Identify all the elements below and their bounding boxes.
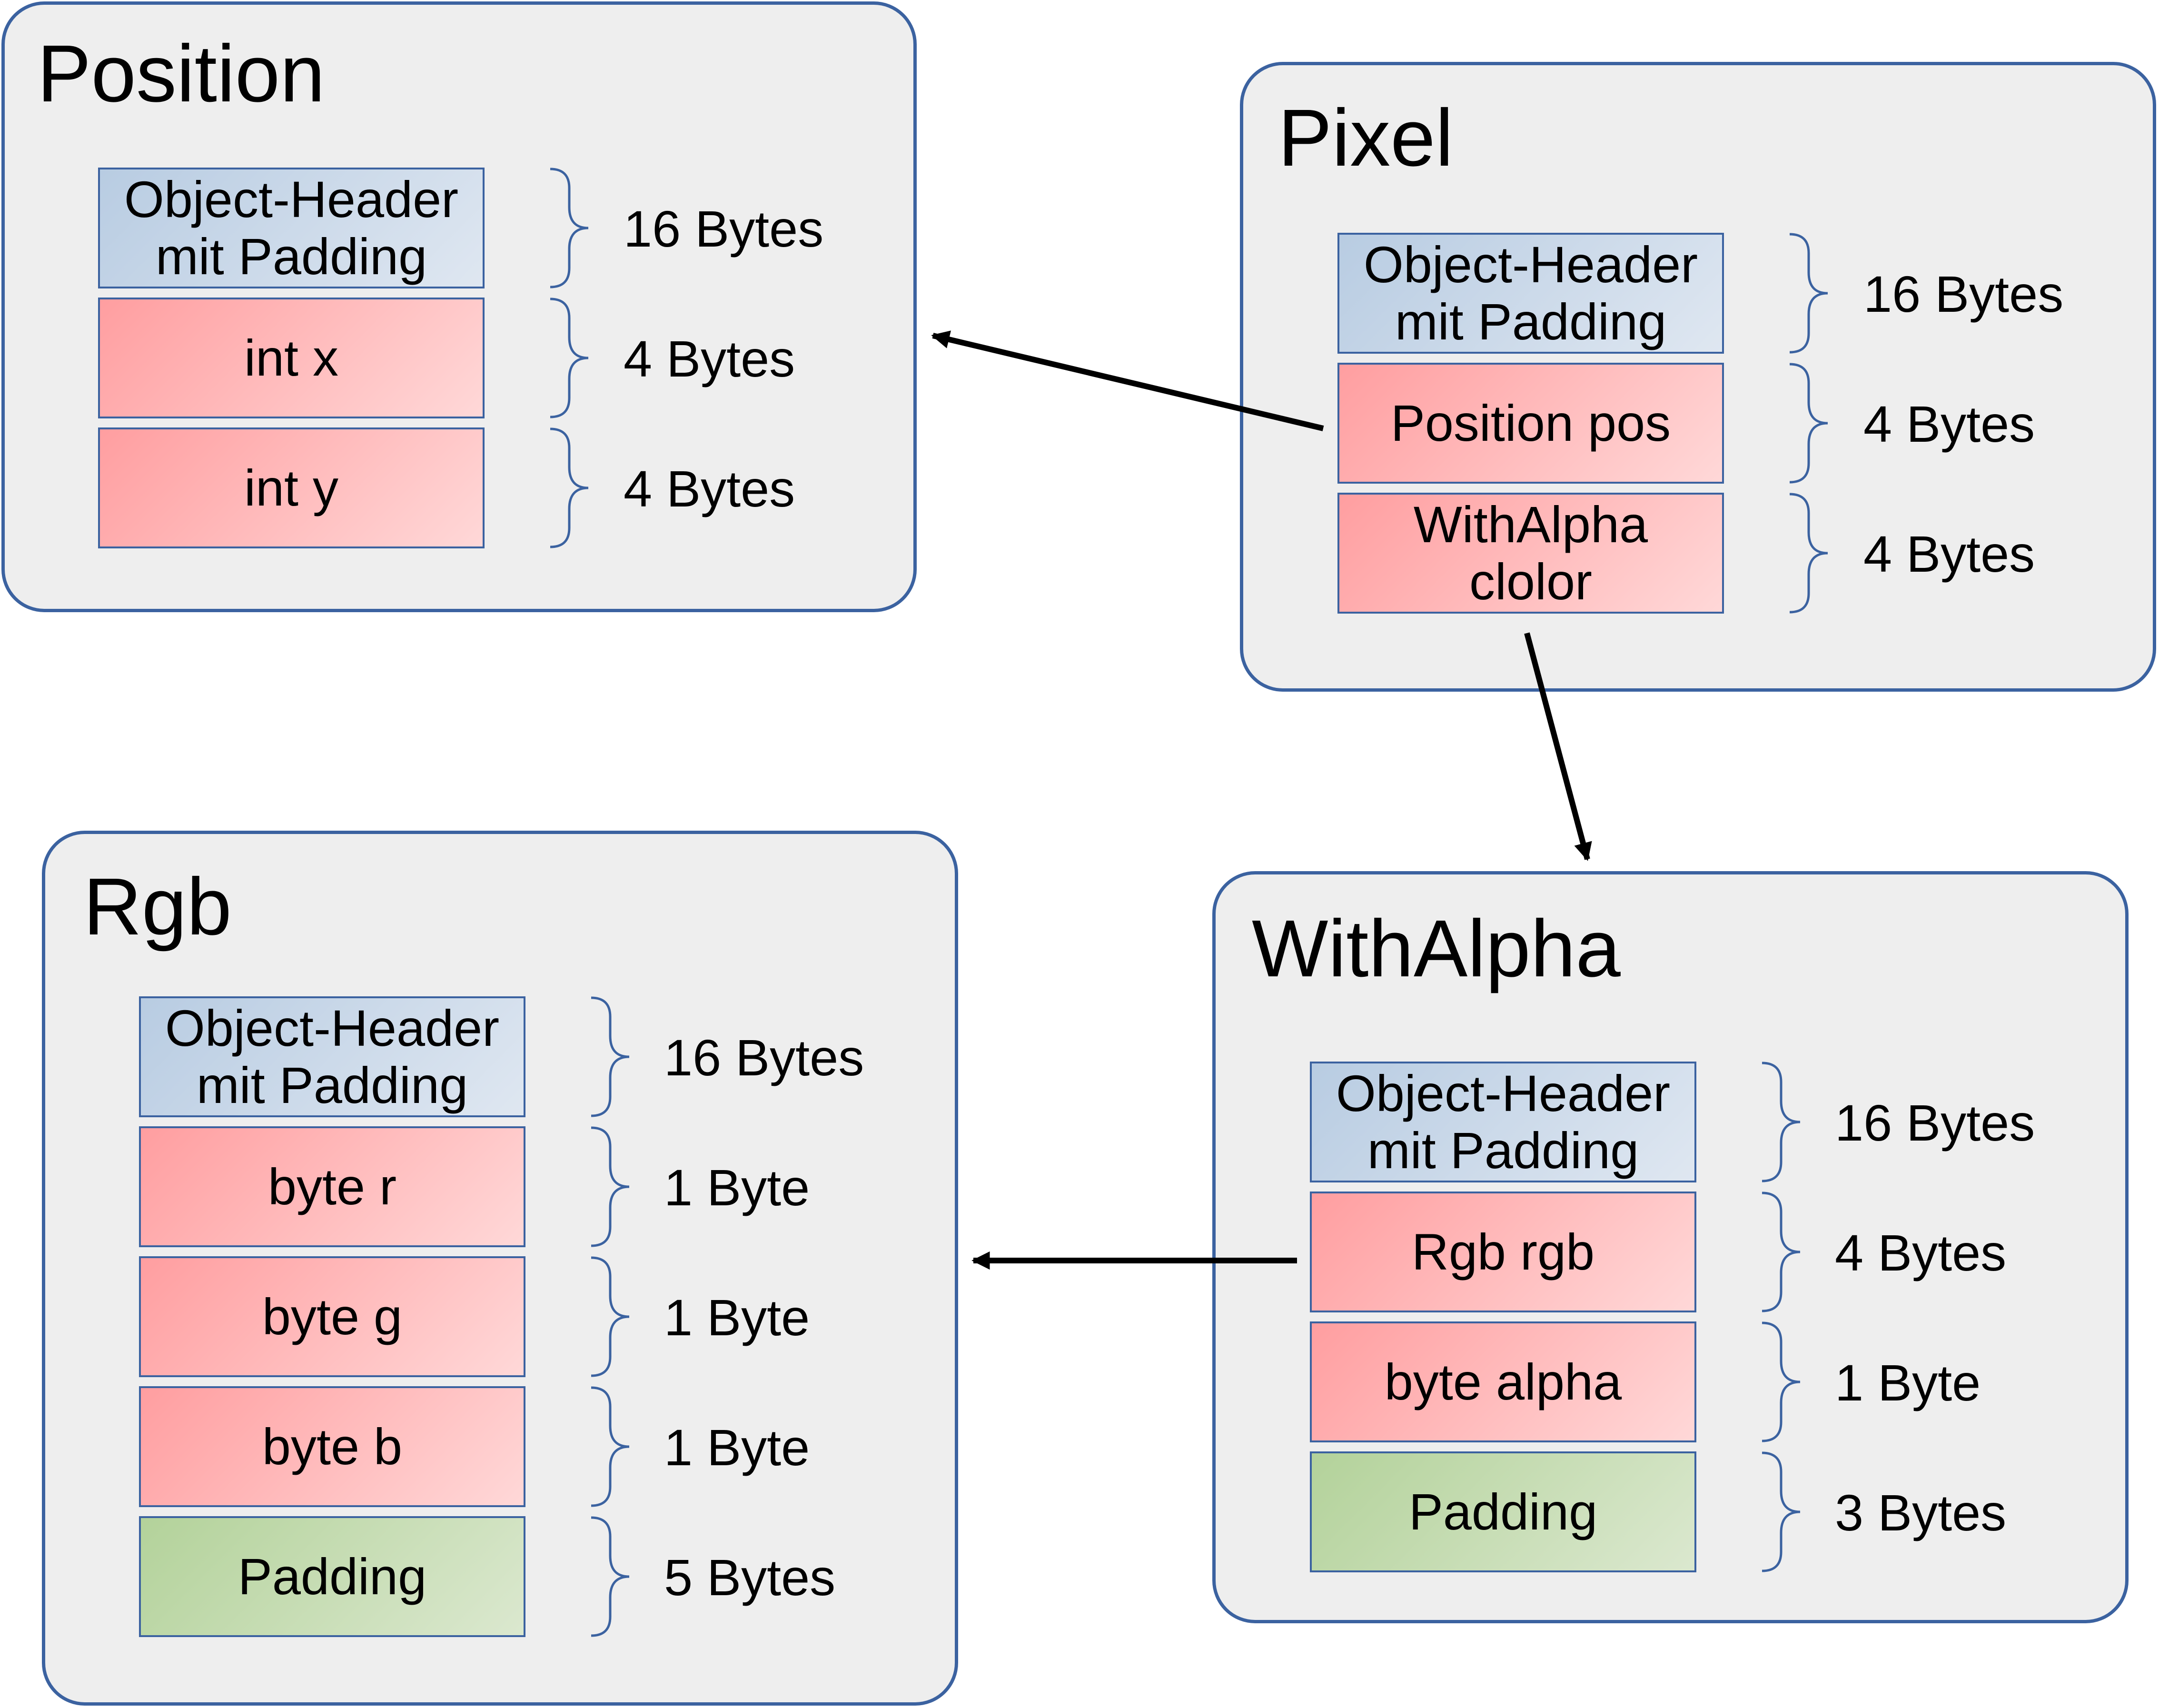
size-label: 3 Bytes xyxy=(1835,1484,2007,1541)
curly-brace-icon xyxy=(1789,493,1828,614)
curly-brace-icon xyxy=(1789,363,1828,484)
panel-title-pixel: Pixel xyxy=(1278,93,1454,183)
arrow-pixel-to-withalpha xyxy=(1524,632,1592,861)
panel-title-position: Position xyxy=(37,29,325,119)
curly-brace-icon xyxy=(1762,1192,1801,1312)
size-label: 4 Bytes xyxy=(624,330,795,387)
size-label: 16 Bytes xyxy=(624,200,824,258)
field-int-y: int y xyxy=(98,427,485,548)
field-byte-r: byte r xyxy=(139,1126,525,1247)
arrow-pixel-to-position xyxy=(931,330,1324,431)
field-rgb-rgb: Rgb rgb xyxy=(1310,1192,1696,1312)
field-object-header: Object-Header mit Padding xyxy=(98,168,485,288)
curly-brace-icon xyxy=(550,427,589,548)
field-int-x: int x xyxy=(98,298,485,418)
field-byte-g: byte g xyxy=(139,1256,525,1377)
field-padding: Padding xyxy=(1310,1451,1696,1572)
size-label: 4 Bytes xyxy=(1863,395,2035,453)
size-label: 4 Bytes xyxy=(624,460,795,517)
curly-brace-icon xyxy=(550,298,589,418)
field-padding: Padding xyxy=(139,1516,525,1637)
size-label: 16 Bytes xyxy=(1863,265,2064,323)
size-label: 4 Bytes xyxy=(1863,525,2035,583)
curly-brace-icon xyxy=(1762,1062,1801,1182)
curly-brace-icon xyxy=(1789,233,1828,354)
curly-brace-icon xyxy=(550,168,589,288)
size-label: 5 Bytes xyxy=(664,1549,836,1606)
size-label: 16 Bytes xyxy=(1835,1094,2035,1152)
panel-title-rgb: Rgb xyxy=(83,862,232,952)
field-object-header: Object-Header mit Padding xyxy=(1310,1062,1696,1182)
curly-brace-icon xyxy=(1762,1451,1801,1572)
field-position-pos: Position pos xyxy=(1337,363,1724,484)
curly-brace-icon xyxy=(591,1386,630,1507)
size-label: 1 Byte xyxy=(664,1159,810,1216)
size-label: 4 Bytes xyxy=(1835,1224,2007,1281)
curly-brace-icon xyxy=(591,1256,630,1377)
field-withalpha-color: WithAlpha clolor xyxy=(1337,493,1724,614)
size-label: 1 Byte xyxy=(1835,1354,1981,1411)
size-label: 1 Byte xyxy=(664,1289,810,1346)
field-object-header: Object-Header mit Padding xyxy=(1337,233,1724,354)
panel-title-withalpha: WithAlpha xyxy=(1252,904,1621,994)
curly-brace-icon xyxy=(1762,1321,1801,1442)
field-object-header: Object-Header mit Padding xyxy=(139,996,525,1117)
field-byte-b: byte b xyxy=(139,1386,525,1507)
curly-brace-icon xyxy=(591,1516,630,1637)
size-label: 16 Bytes xyxy=(664,1029,864,1086)
size-label: 1 Byte xyxy=(664,1419,810,1476)
curly-brace-icon xyxy=(591,996,630,1117)
curly-brace-icon xyxy=(591,1126,630,1247)
field-byte-alpha: byte alpha xyxy=(1310,1321,1696,1442)
